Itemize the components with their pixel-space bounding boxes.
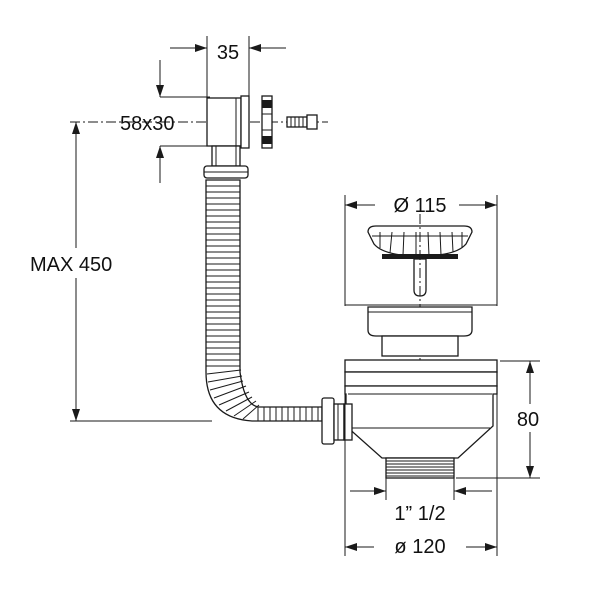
dim-label-basket-diameter: Ø 115 bbox=[394, 195, 447, 217]
dim-label-thread: 1” 1/2 bbox=[394, 503, 445, 525]
dim-label-80: 80 bbox=[517, 409, 539, 431]
outlet-housing bbox=[343, 359, 548, 559]
flexible-hose bbox=[205, 179, 345, 445]
dim-label-58x30: 58x30 bbox=[120, 113, 175, 135]
max-height-dimension bbox=[28, 121, 212, 422]
sink-strainer bbox=[344, 193, 498, 470]
dim-label-max-450: MAX 450 bbox=[30, 254, 112, 276]
dim-label-35: 35 bbox=[217, 42, 239, 64]
dim-label-body-diameter: ø 120 bbox=[394, 536, 445, 558]
overflow-plate bbox=[70, 36, 328, 183]
